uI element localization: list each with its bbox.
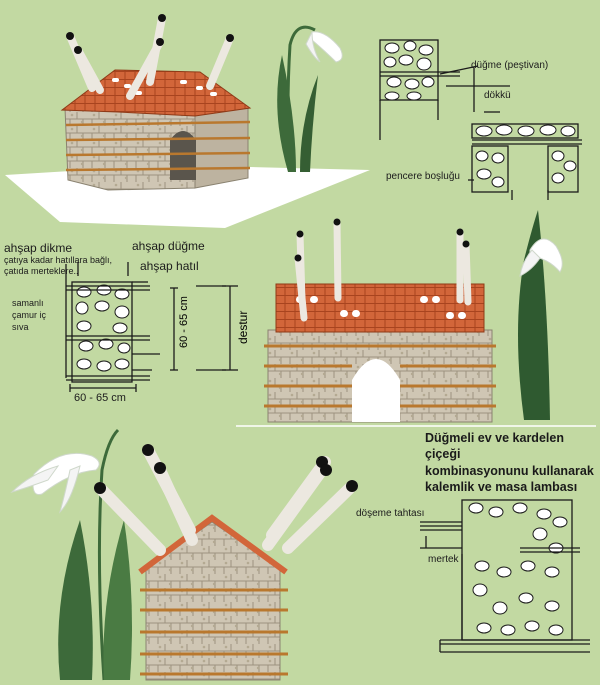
side-gable-wall <box>145 521 281 681</box>
snowdrop-top <box>277 25 343 172</box>
pencils-side <box>94 444 358 556</box>
caption-line-3: kalemlik ve masa lambası <box>425 479 578 494</box>
front-arch <box>352 359 400 422</box>
label-dim-horizontal: 60 - 65 cm <box>74 392 126 404</box>
label-dugme: düğme (peştivan) <box>471 60 549 71</box>
pencil-tips-side <box>94 444 358 494</box>
caption-line-2: kombinasyonunu kullanarak <box>425 463 594 478</box>
label-ahsap-hatil: ahşap hatıl <box>140 259 199 273</box>
house-model-side <box>94 444 358 681</box>
caption-line-1: Düğmeli ev ve kardelen çiçeği <box>425 431 564 462</box>
label-dim-vertical: 60 - 65 cm <box>178 296 190 348</box>
label-samanli-3: sıva <box>12 322 29 332</box>
pencil-tips-top <box>66 14 234 54</box>
side-timber-bands <box>140 588 288 676</box>
pencils-top <box>66 14 234 100</box>
label-samanli-2: çamur iç <box>12 310 47 320</box>
roof-windows <box>112 78 217 96</box>
wall-detail-top <box>379 39 582 200</box>
pencil-tips-front <box>294 218 470 262</box>
tiled-roof <box>60 69 252 117</box>
snowdrop-right <box>518 210 563 420</box>
label-pencere: pencere boşluğu <box>386 171 460 182</box>
front-timber-bands <box>264 344 496 408</box>
front-roof <box>275 283 485 333</box>
house-model-top <box>5 14 370 228</box>
label-ahsap-dugme: ahşap düğme <box>132 239 205 253</box>
pencils-front <box>294 218 472 322</box>
caption: Düğmeli ev ve kardelen çiçeği kombinasyo… <box>425 430 600 495</box>
timber-bands <box>65 120 251 172</box>
house-model-front <box>264 218 496 423</box>
wall-section-left <box>65 262 238 392</box>
label-destur: destur <box>236 310 250 344</box>
label-dikme-note-1: çatıya kadar hatıllara bağlı, <box>4 255 113 265</box>
label-dokku: dökkü <box>484 90 511 101</box>
floor-detail <box>420 499 590 653</box>
house-side-wall <box>194 107 249 189</box>
label-mertek: mertek <box>428 554 459 565</box>
label-dikme-note-2: çatıda merteklere.. <box>4 266 79 276</box>
label-samanli-1: samanlı <box>12 298 44 308</box>
label-ahsap-dikme: ahşap dikme <box>4 241 73 255</box>
snowdrop-bottom <box>10 428 132 681</box>
label-doseme: döşeme tahtası <box>356 508 425 519</box>
